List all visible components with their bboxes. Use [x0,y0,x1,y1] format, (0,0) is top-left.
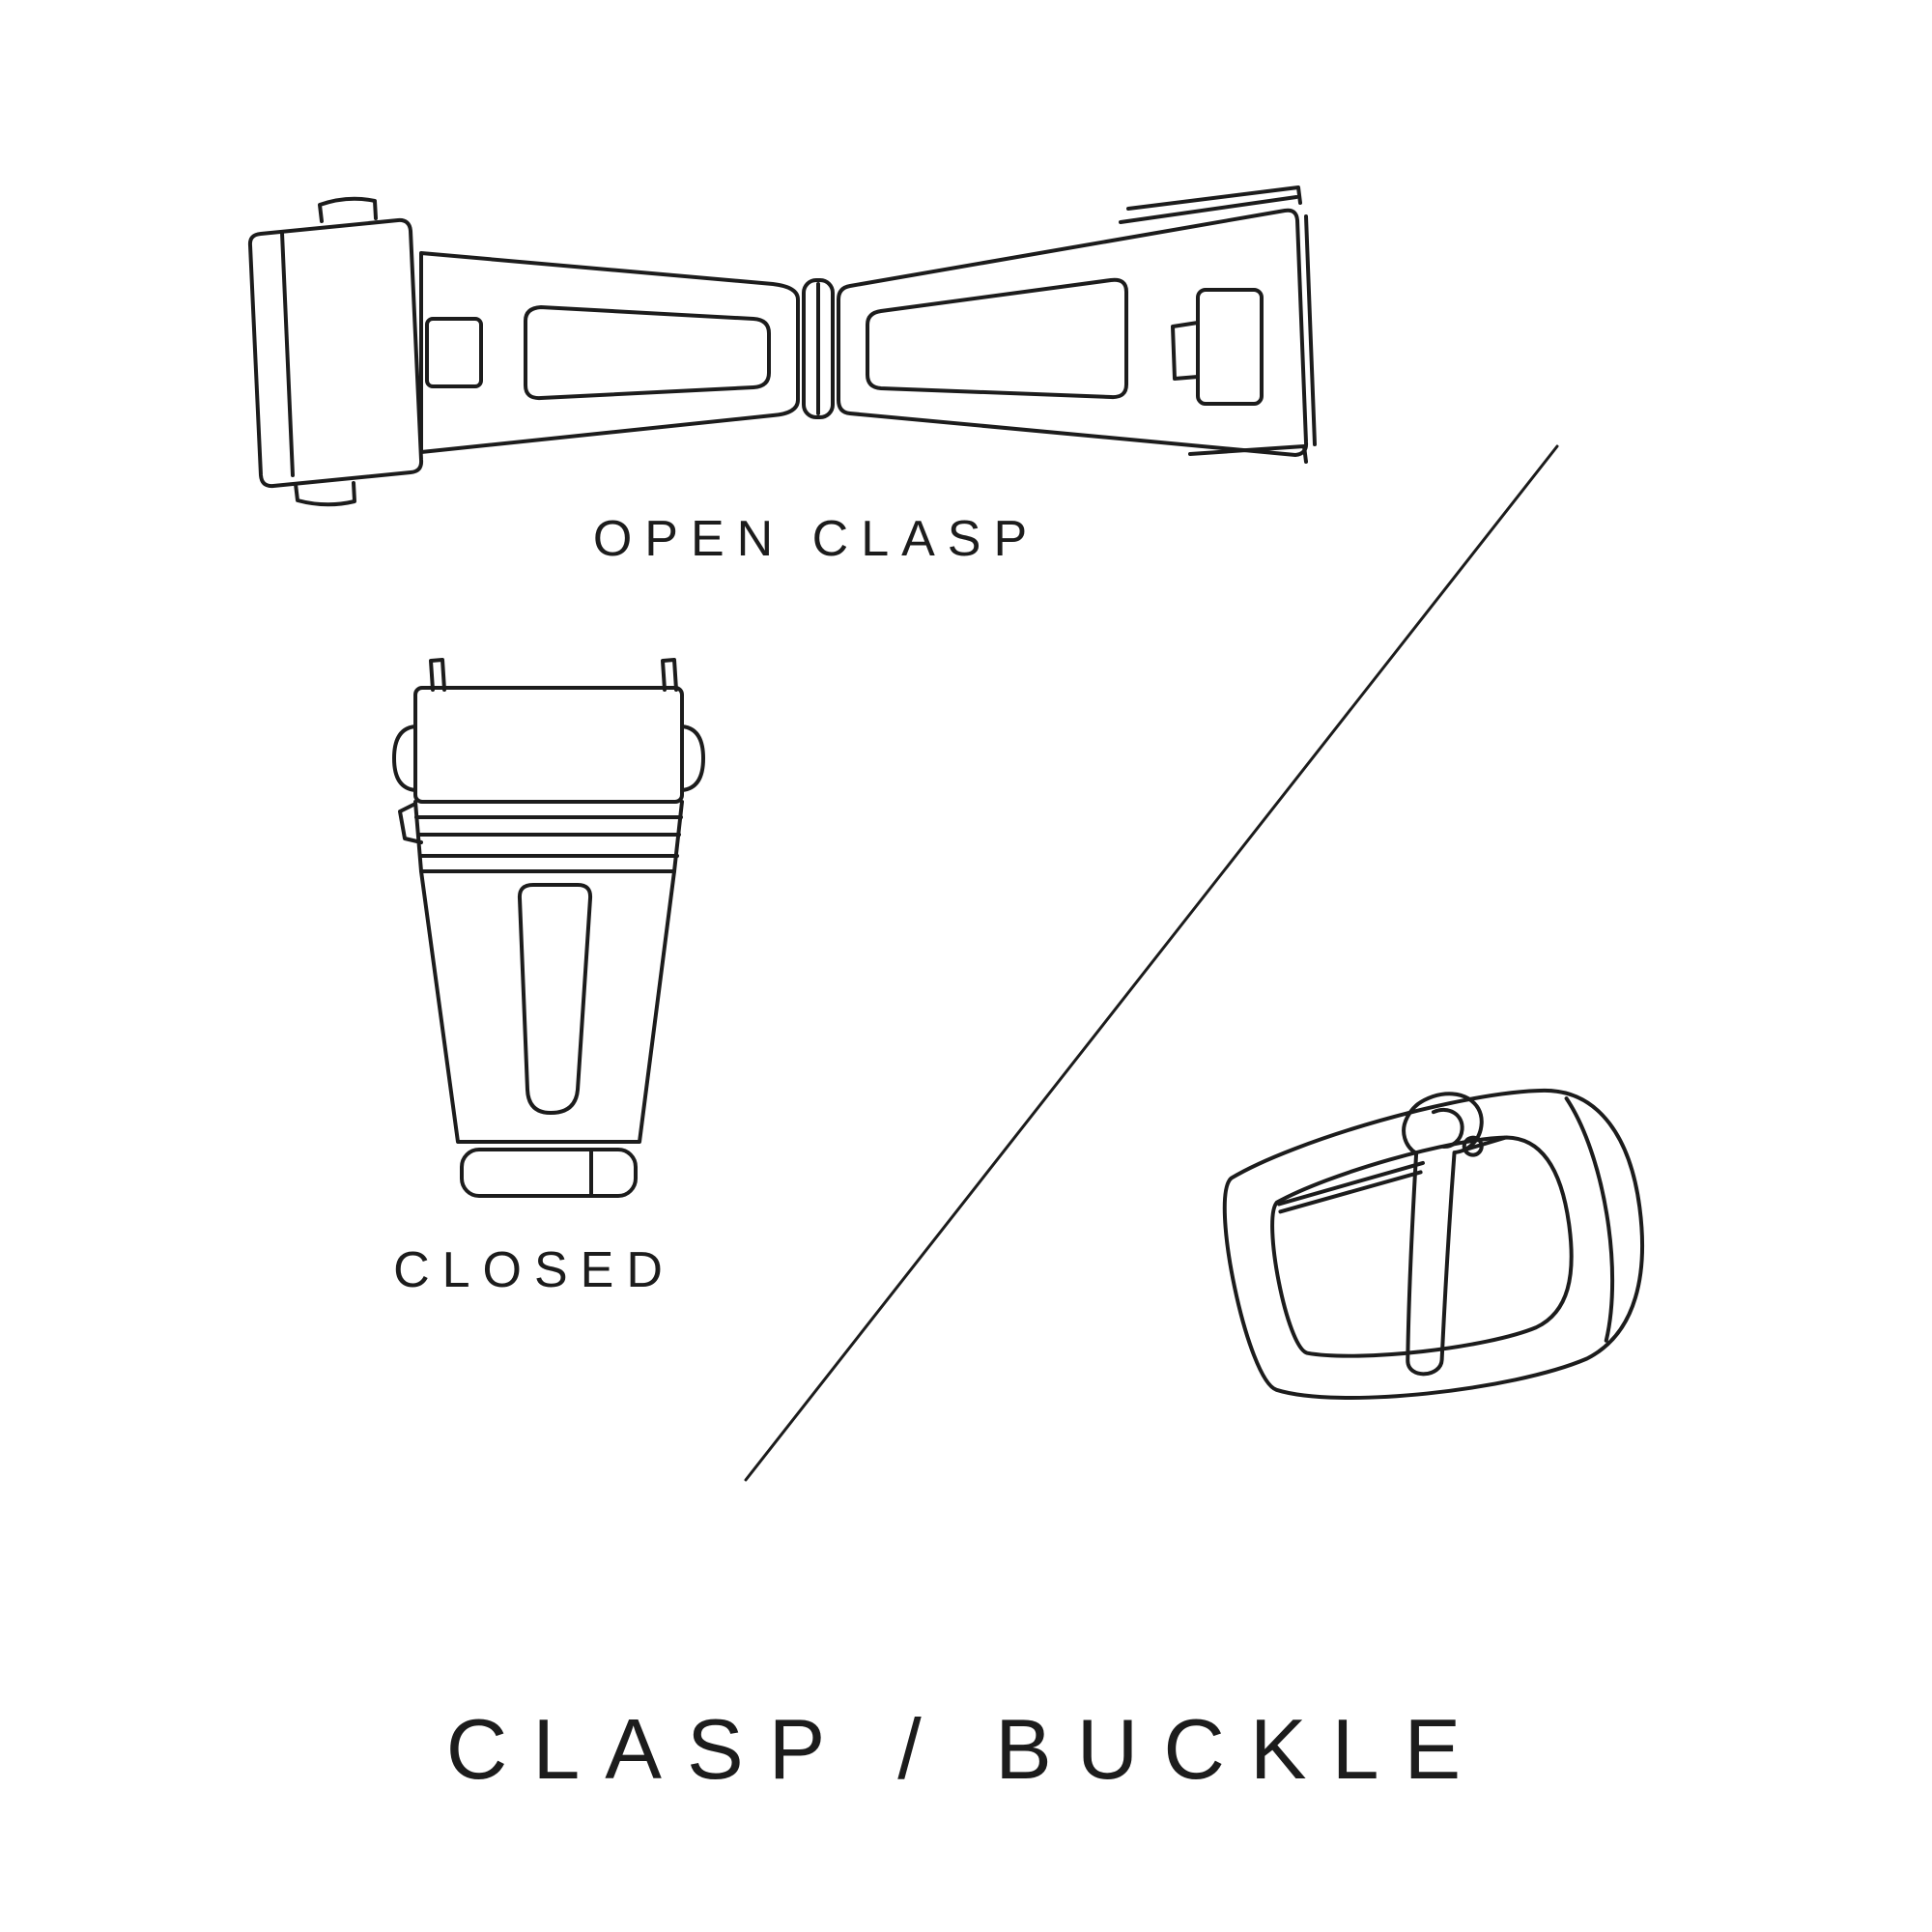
tang-buckle-illustration [1222,1088,1645,1400]
closed-clasp-illustration [392,658,705,1198]
closed-clasp-label: CLOSED [393,1242,675,1298]
open-clasp-label: OPEN CLASP [592,511,1040,567]
divider-line [744,444,1559,1482]
open-clasp-illustration [247,185,1317,507]
diagram-title: CLASP / BUCKLE [445,1701,1487,1797]
